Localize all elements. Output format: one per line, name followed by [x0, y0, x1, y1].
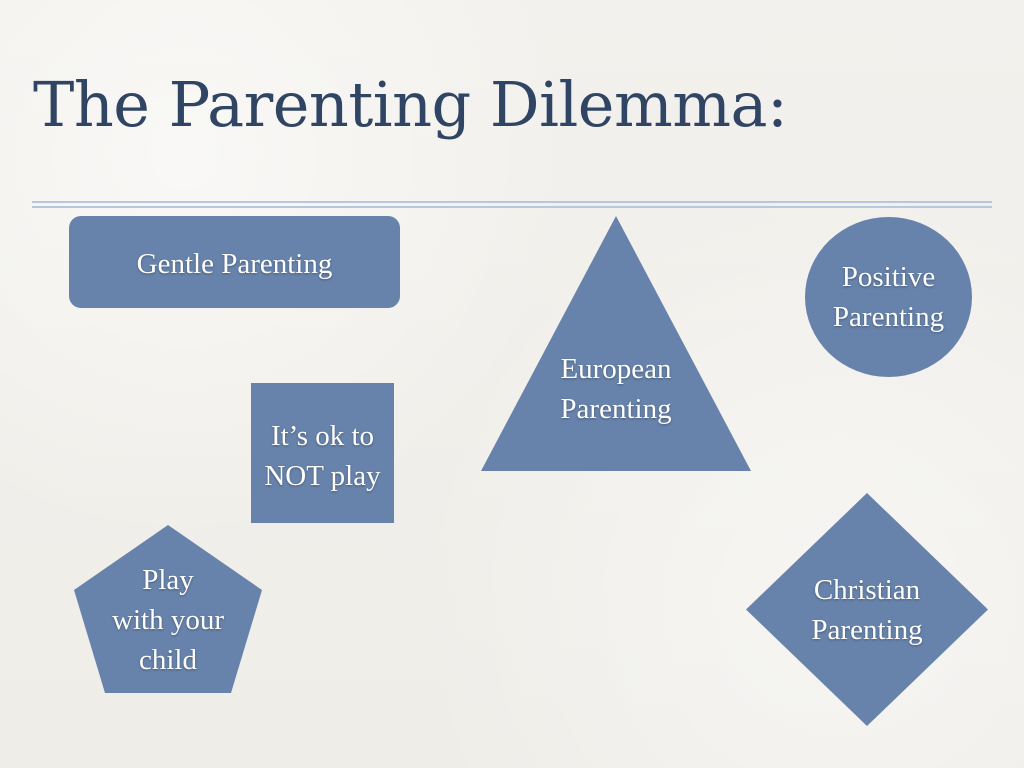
gentle-parenting-rounded-rectangle	[69, 216, 400, 308]
positive-parenting-label-line-1: Positive	[841, 261, 936, 293]
european-parenting-triangle	[481, 216, 751, 471]
play-with-your-child-pentagon-shape	[74, 525, 262, 693]
european-parenting-label-line-2: Parenting	[560, 393, 672, 426]
play-with-your-child-pentagon	[74, 525, 262, 693]
christian-parenting-label-line-1: Christian	[813, 574, 921, 606]
european-parenting-label: European Parenting	[541, 349, 691, 429]
positive-parenting-label: Positive Parenting	[805, 257, 972, 337]
its-ok-to-not-play-square	[251, 383, 394, 523]
its-ok-to-not-play-label-line-1: It’s ok to	[270, 420, 375, 452]
christian-parenting-diamond	[746, 493, 988, 726]
title-divider-top	[32, 201, 992, 203]
gentle-parenting-label: Gentle Parenting	[69, 244, 400, 284]
christian-parenting-label-line-2: Parenting	[811, 614, 923, 647]
positive-parenting-circle	[805, 217, 972, 377]
christian-parenting-label: Christian Parenting	[782, 570, 952, 650]
gentle-parenting-label-line-1: Gentle Parenting	[136, 248, 333, 280]
its-ok-to-not-play-label-line-2: NOT play	[264, 460, 381, 493]
european-parenting-label-line-1: European	[560, 353, 672, 385]
play-with-your-child-label-line-2: with your	[112, 604, 224, 637]
title-divider-bottom	[32, 206, 992, 208]
play-with-your-child-label-line-1: Play	[142, 564, 194, 596]
its-ok-to-not-play-label: It’s ok to NOT play	[251, 416, 394, 496]
slide-title: The Parenting Dilemma:	[33, 68, 788, 141]
christian-parenting-diamond-shape	[746, 493, 988, 726]
european-parenting-triangle-shape	[481, 216, 751, 471]
play-with-your-child-label: Play with your child	[88, 560, 248, 680]
play-with-your-child-label-line-3: child	[139, 644, 197, 677]
positive-parenting-label-line-2: Parenting	[832, 301, 945, 334]
